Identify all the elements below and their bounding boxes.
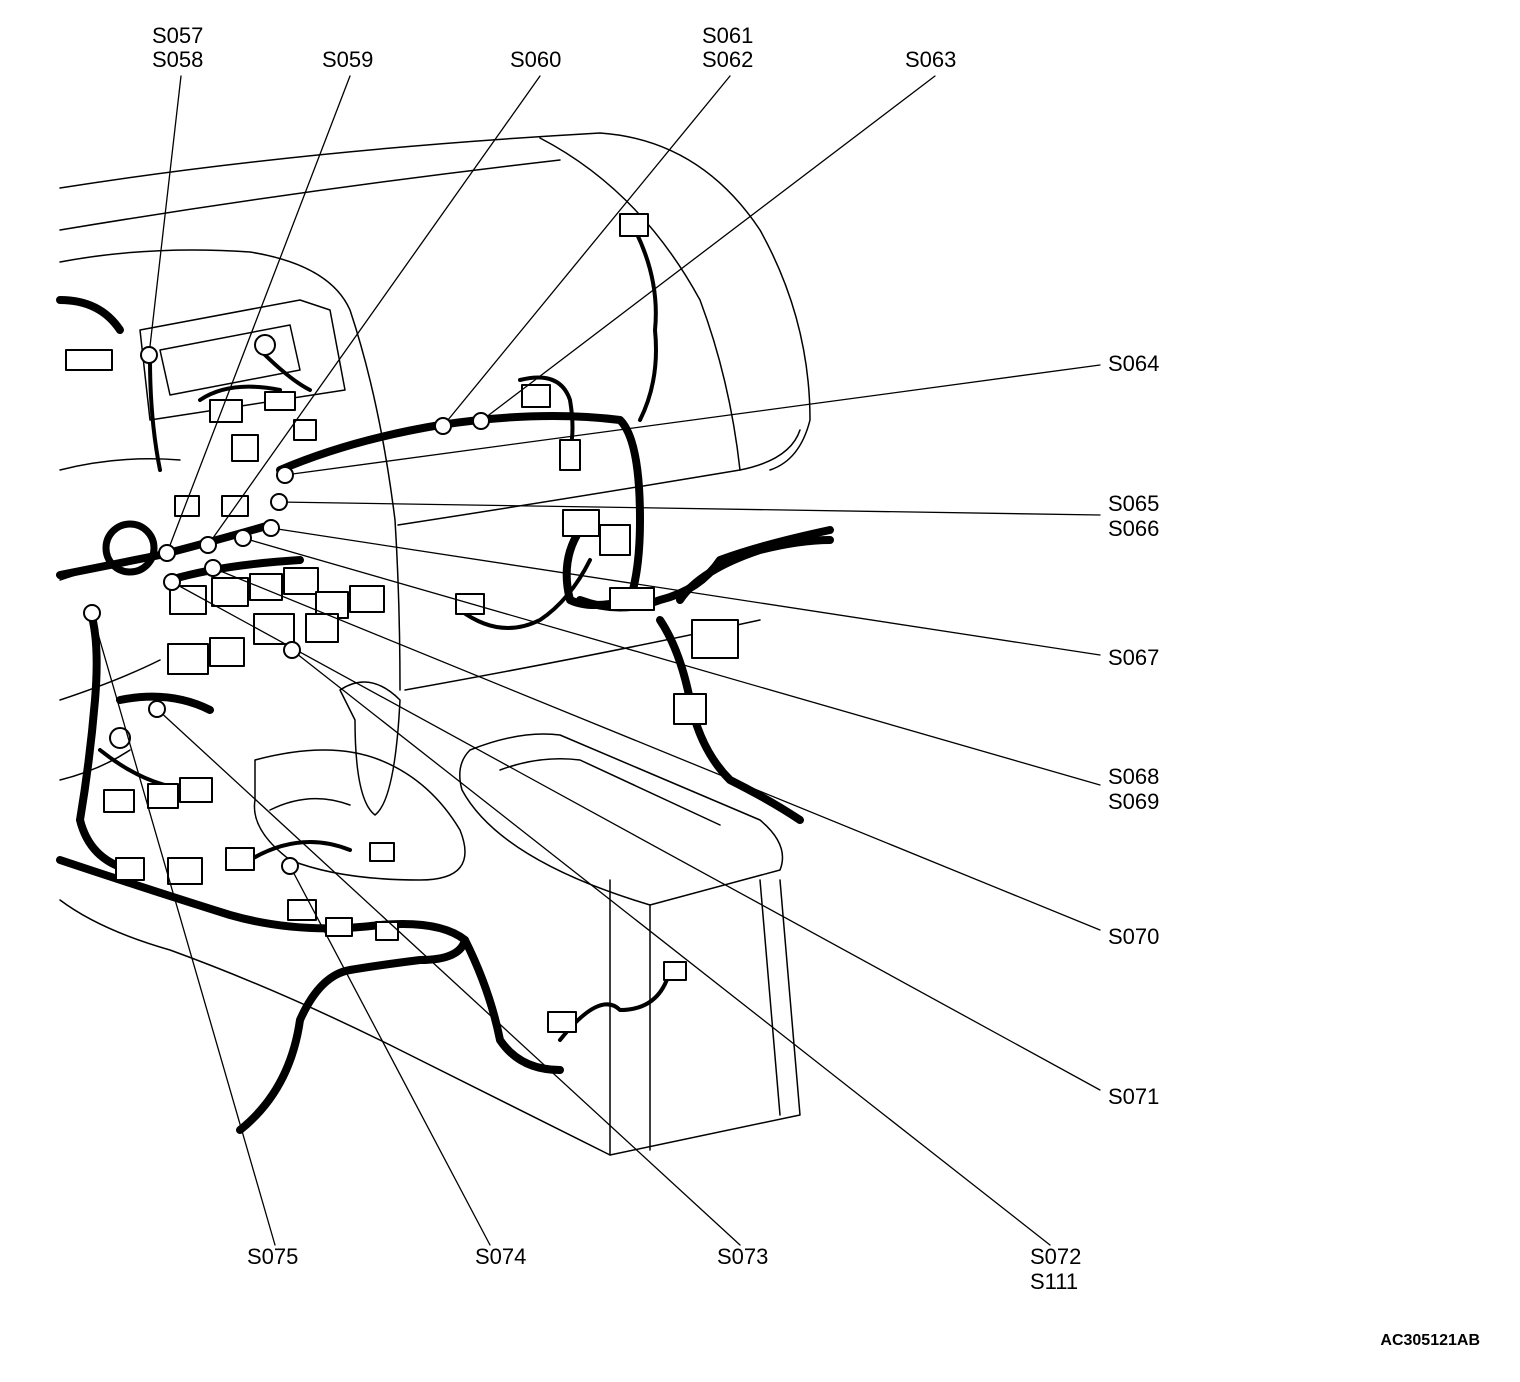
- label-s075: S075: [247, 1244, 299, 1269]
- connector-15: [691, 619, 739, 659]
- label-s062: S062: [702, 47, 754, 72]
- connector-38: [663, 961, 687, 981]
- label-s111: S111: [1030, 1269, 1079, 1294]
- connector-36: [375, 921, 399, 941]
- label-s069: S069: [1108, 789, 1160, 814]
- leader-lines: [91, 75, 1101, 1246]
- connector-30: [115, 857, 145, 881]
- connector-14: [609, 587, 655, 611]
- splice-s065-s066: [270, 493, 288, 511]
- splice-s075: [83, 604, 101, 622]
- splice-s074: [281, 857, 299, 875]
- splice-s072-s111: [283, 641, 301, 659]
- connector-34: [287, 899, 317, 921]
- splice-points: [83, 346, 490, 875]
- label-s058: S058: [152, 47, 204, 72]
- splice-s061-s062: [434, 417, 452, 435]
- label-s066: S066: [1108, 516, 1160, 541]
- connector-18: [211, 577, 249, 607]
- splice-s059: [158, 544, 176, 562]
- connector-35: [325, 917, 353, 937]
- splice-s063: [472, 412, 490, 430]
- loop: [102, 520, 158, 576]
- connector-5: [293, 419, 317, 441]
- connector-3: [209, 399, 243, 423]
- connectors: [65, 213, 739, 1033]
- splice-s068-s069: [234, 529, 252, 547]
- bulbs: [102, 334, 276, 749]
- connector-25: [167, 643, 209, 675]
- splice-s064: [276, 466, 294, 484]
- label-s074: S074: [475, 1244, 527, 1269]
- connector-29: [179, 777, 213, 803]
- splice-s070: [204, 559, 222, 577]
- connector-1: [65, 349, 113, 371]
- connector-9: [559, 439, 581, 471]
- connector-11: [562, 509, 600, 537]
- label-s067: S067: [1108, 645, 1160, 670]
- connector-19: [249, 573, 283, 601]
- connector-28: [147, 783, 179, 809]
- bulb-1: [254, 334, 276, 356]
- connector-12: [599, 524, 631, 556]
- splice-s060: [199, 536, 217, 554]
- label-s063: S063: [905, 47, 957, 72]
- bulb-2: [109, 727, 131, 749]
- label-s065: S065: [1108, 491, 1160, 516]
- label-s059: S059: [322, 47, 374, 72]
- splice-s071: [163, 573, 181, 591]
- label-s060: S060: [510, 47, 562, 72]
- connector-22: [349, 585, 385, 613]
- connector-31: [167, 857, 203, 885]
- connector-16: [673, 693, 707, 725]
- label-s070: S070: [1108, 924, 1160, 949]
- connector-27: [103, 789, 135, 813]
- splice-s057-s058: [140, 346, 158, 364]
- label-s057: S057: [152, 23, 204, 48]
- connector-20: [283, 567, 319, 595]
- connector-4: [231, 434, 259, 462]
- connector-10: [619, 213, 649, 237]
- label-s073: S073: [717, 1244, 769, 1269]
- connector-24: [305, 613, 339, 643]
- splice-s073: [148, 700, 166, 718]
- label-s064: S064: [1108, 351, 1160, 376]
- connector-6: [174, 495, 200, 517]
- label-s061: S061: [702, 23, 754, 48]
- center-console: [459, 733, 801, 1156]
- connector-8: [521, 384, 551, 408]
- connector-37: [547, 1011, 577, 1033]
- label-s068: S068: [1108, 764, 1160, 789]
- connector-23: [253, 613, 295, 645]
- connector-26: [209, 637, 245, 667]
- connector-2: [264, 391, 296, 411]
- figure-id: AC305121AB: [1380, 1332, 1480, 1349]
- splice-s067: [262, 519, 280, 537]
- connector-33: [369, 842, 395, 862]
- label-s071: S071: [1108, 1084, 1160, 1109]
- label-s072: S072: [1030, 1244, 1082, 1269]
- connector-32: [225, 847, 255, 871]
